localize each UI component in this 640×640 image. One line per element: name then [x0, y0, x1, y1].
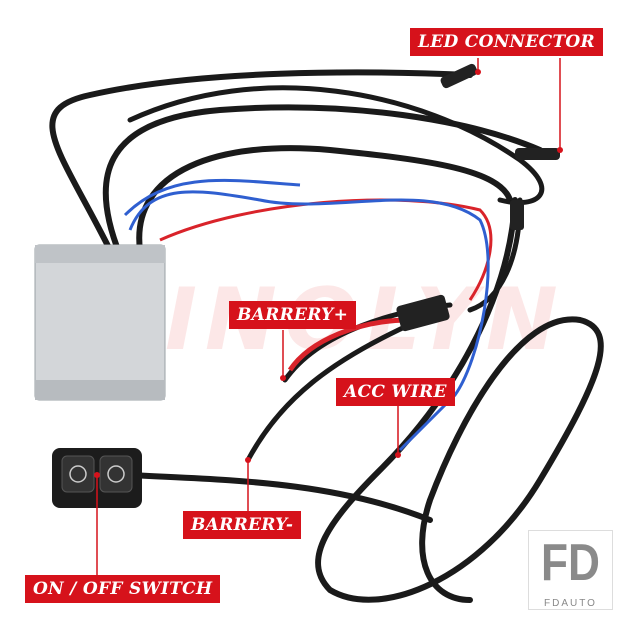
blue-wire: [123, 178, 301, 217]
wire: [49, 69, 473, 253]
red-wire: [287, 317, 411, 372]
wire: [136, 145, 513, 253]
acc-wire-label: ACC WIRE: [336, 378, 455, 406]
led-connector-label: LED CONNECTOR: [410, 28, 603, 56]
battery-plus-label: BARRERY+: [229, 301, 357, 329]
inline-connector: [510, 200, 524, 230]
light-button: [61, 455, 95, 493]
wire: [315, 197, 604, 603]
wire: [127, 472, 433, 523]
led-connector-1: [440, 63, 478, 89]
logo-name: FDAUTO: [541, 598, 600, 609]
fdauto-logo: FD FDAUTO: [528, 530, 613, 610]
switch-label: ON / OFF SWITCH: [25, 575, 221, 603]
led-connector-2: [515, 148, 560, 160]
control-box: [34, 244, 166, 401]
logo-mark: FD: [541, 534, 600, 592]
fuse-holder: [396, 294, 450, 332]
wire: [245, 317, 423, 463]
battery-minus-label: BARRERY-: [183, 511, 302, 539]
blue-wire: [128, 190, 490, 452]
flash-button: [99, 455, 133, 493]
wire: [127, 85, 545, 206]
wire: [102, 104, 543, 258]
red-wire: [159, 198, 493, 301]
